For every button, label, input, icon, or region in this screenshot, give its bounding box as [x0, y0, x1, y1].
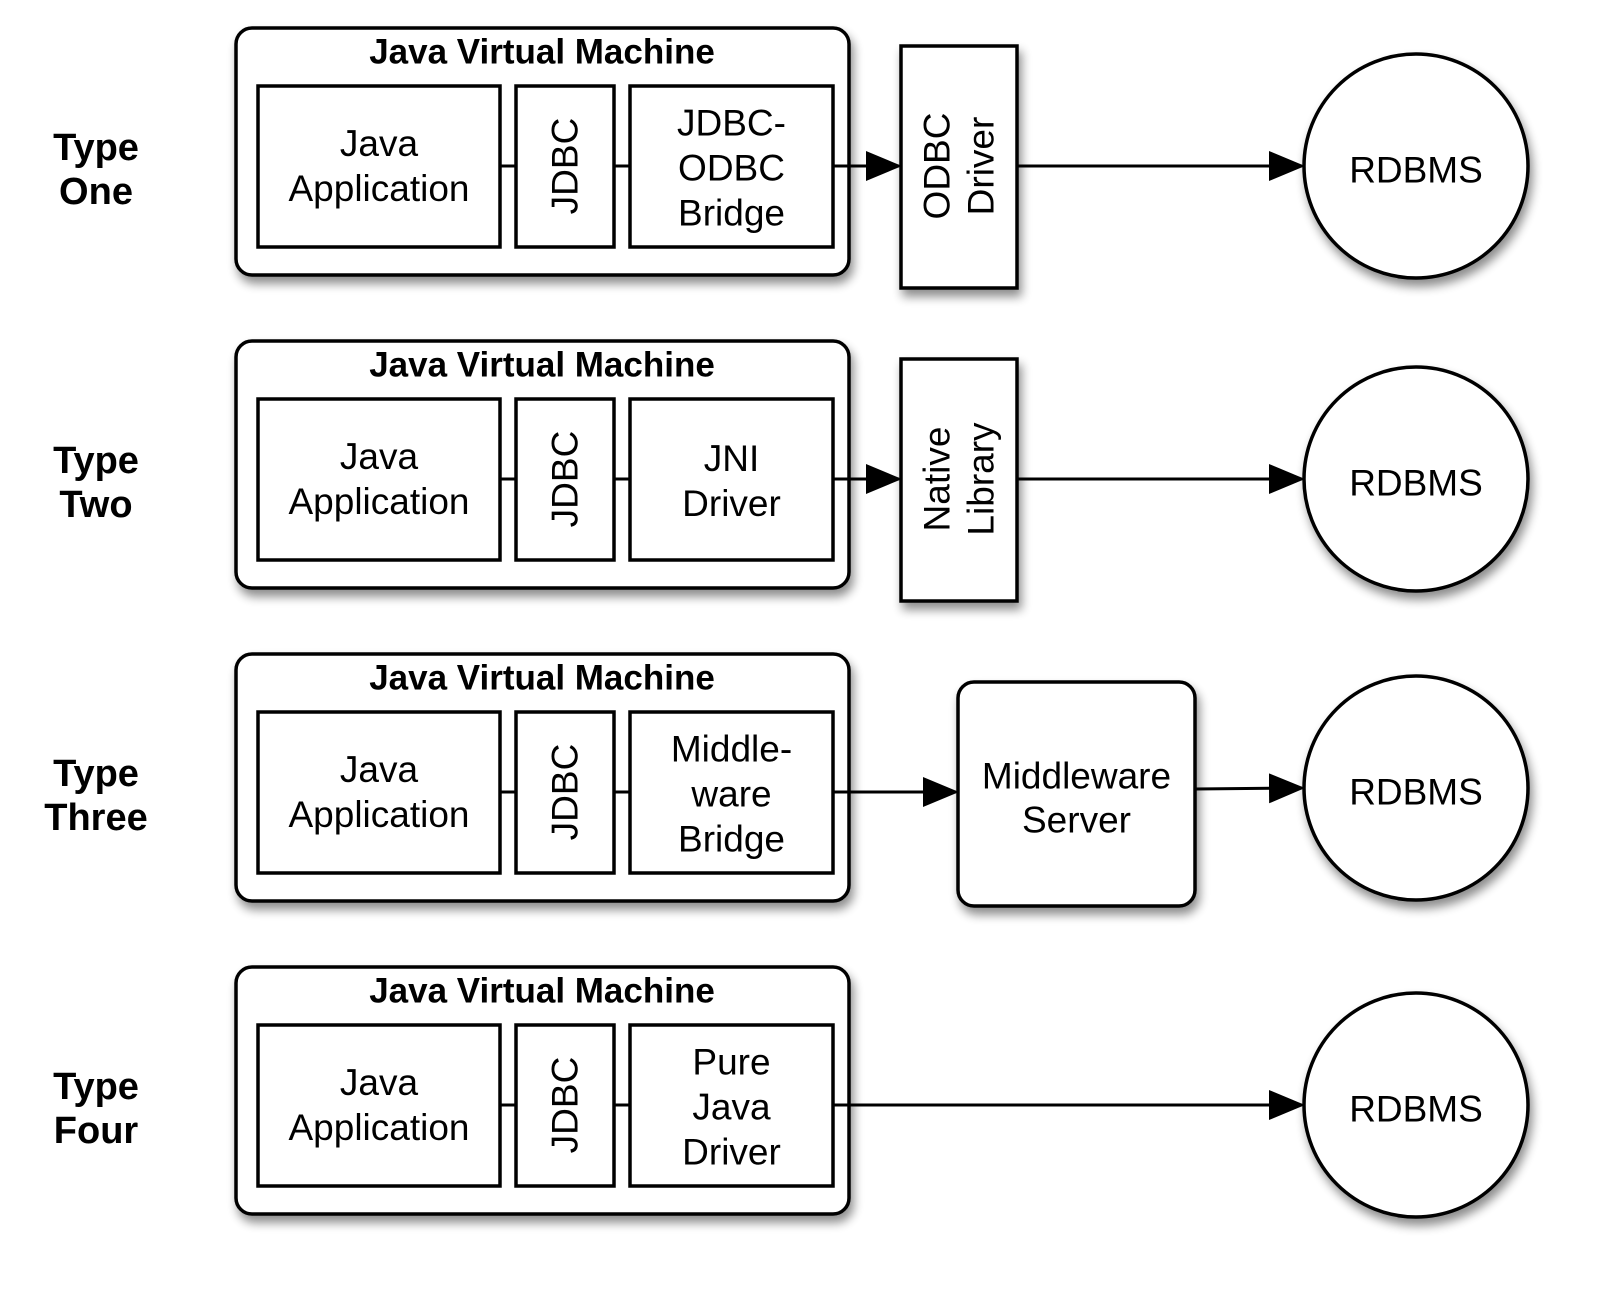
- row-type-label-line: Type: [53, 1066, 139, 1108]
- rdbms-circle: [1302, 52, 1530, 280]
- driver-text-line: Driver: [682, 483, 781, 524]
- java-application-text-line: Java: [340, 436, 419, 477]
- driver-box: [628, 1023, 835, 1188]
- driver-text-line: JDBC-: [677, 103, 786, 144]
- middle-vertical-box: [899, 44, 1019, 290]
- jdbc-text: JDBC: [545, 431, 586, 528]
- rdbms-label: RDBMS: [1349, 772, 1483, 813]
- java-application-text-line: Application: [288, 168, 469, 209]
- driver-text-line: Bridge: [678, 819, 785, 860]
- driver-text-line: Driver: [682, 1132, 781, 1173]
- jvm-title: Java Virtual Machine: [369, 659, 715, 698]
- jdbc-text: JDBC: [545, 118, 586, 215]
- driver-text-line: Java: [692, 1087, 771, 1128]
- arrow-to-rdbms: [1194, 773, 1305, 804]
- middleware-server-text-line: Server: [1022, 800, 1131, 841]
- rdbms-circle: [1302, 991, 1530, 1219]
- java-application-text-line: Application: [288, 1107, 469, 1148]
- driver-text-line: Middle-: [671, 729, 792, 770]
- driver-text-line: Pure: [692, 1042, 770, 1083]
- middle-text-line: Library: [961, 422, 1002, 536]
- jdbc-box: [514, 397, 616, 562]
- java-application-text-line: Application: [288, 794, 469, 835]
- row-type-label-line: Three: [44, 797, 147, 839]
- java-application-text-line: Application: [288, 481, 469, 522]
- jdbc-label: JDBC: [545, 744, 586, 841]
- driver-text-line: ware: [690, 774, 771, 815]
- rdbms-label: RDBMS: [1349, 1089, 1483, 1130]
- row-type-label-line: Type: [53, 440, 139, 482]
- middle-text-line: Driver: [961, 117, 1002, 216]
- row-type-label-line: Type: [53, 753, 139, 795]
- row-type-label-line: Type: [53, 127, 139, 169]
- middleware-server-text-line: Middleware: [982, 756, 1171, 797]
- middleware-server-box: [956, 680, 1197, 908]
- jdbc-label: JDBC: [545, 431, 586, 528]
- java-application-text-line: Java: [340, 1062, 419, 1103]
- java-application-text-line: Java: [340, 749, 419, 790]
- row-type-label-line: One: [59, 171, 133, 213]
- jdbc-box: [514, 84, 616, 249]
- rdbms-label: RDBMS: [1349, 150, 1483, 191]
- jdbc-label: JDBC: [545, 1057, 586, 1154]
- java-application-box: [256, 710, 502, 875]
- jdbc-text: JDBC: [545, 744, 586, 841]
- driver-box: [628, 710, 835, 875]
- driver-box: [628, 397, 835, 562]
- rdbms-circle: [1302, 674, 1530, 902]
- java-application-box: [256, 84, 502, 249]
- driver-text-line: ODBC: [678, 148, 785, 189]
- jvm-title: Java Virtual Machine: [369, 972, 715, 1011]
- middle-vertical-box: [899, 357, 1019, 603]
- jvm-title: Java Virtual Machine: [369, 33, 715, 72]
- jdbc-box: [514, 710, 616, 875]
- jdbc-label: JDBC: [545, 118, 586, 215]
- row-type-label-line: Two: [59, 484, 132, 526]
- row-type-label-line: Four: [54, 1110, 139, 1152]
- rdbms-circle: [1302, 365, 1530, 593]
- middle-text-line: Native: [917, 427, 958, 532]
- driver-text-line: JNI: [704, 438, 760, 479]
- java-application-box: [256, 397, 502, 562]
- middle-text-line: ODBC: [917, 113, 958, 220]
- java-application-box: [256, 1023, 502, 1188]
- jvm-title: Java Virtual Machine: [369, 346, 715, 385]
- driver-box: [628, 84, 835, 249]
- jdbc-box: [514, 1023, 616, 1188]
- java-application-text-line: Java: [340, 123, 419, 164]
- rdbms-label: RDBMS: [1349, 463, 1483, 504]
- jdbc-text: JDBC: [545, 1057, 586, 1154]
- driver-text-line: Bridge: [678, 193, 785, 234]
